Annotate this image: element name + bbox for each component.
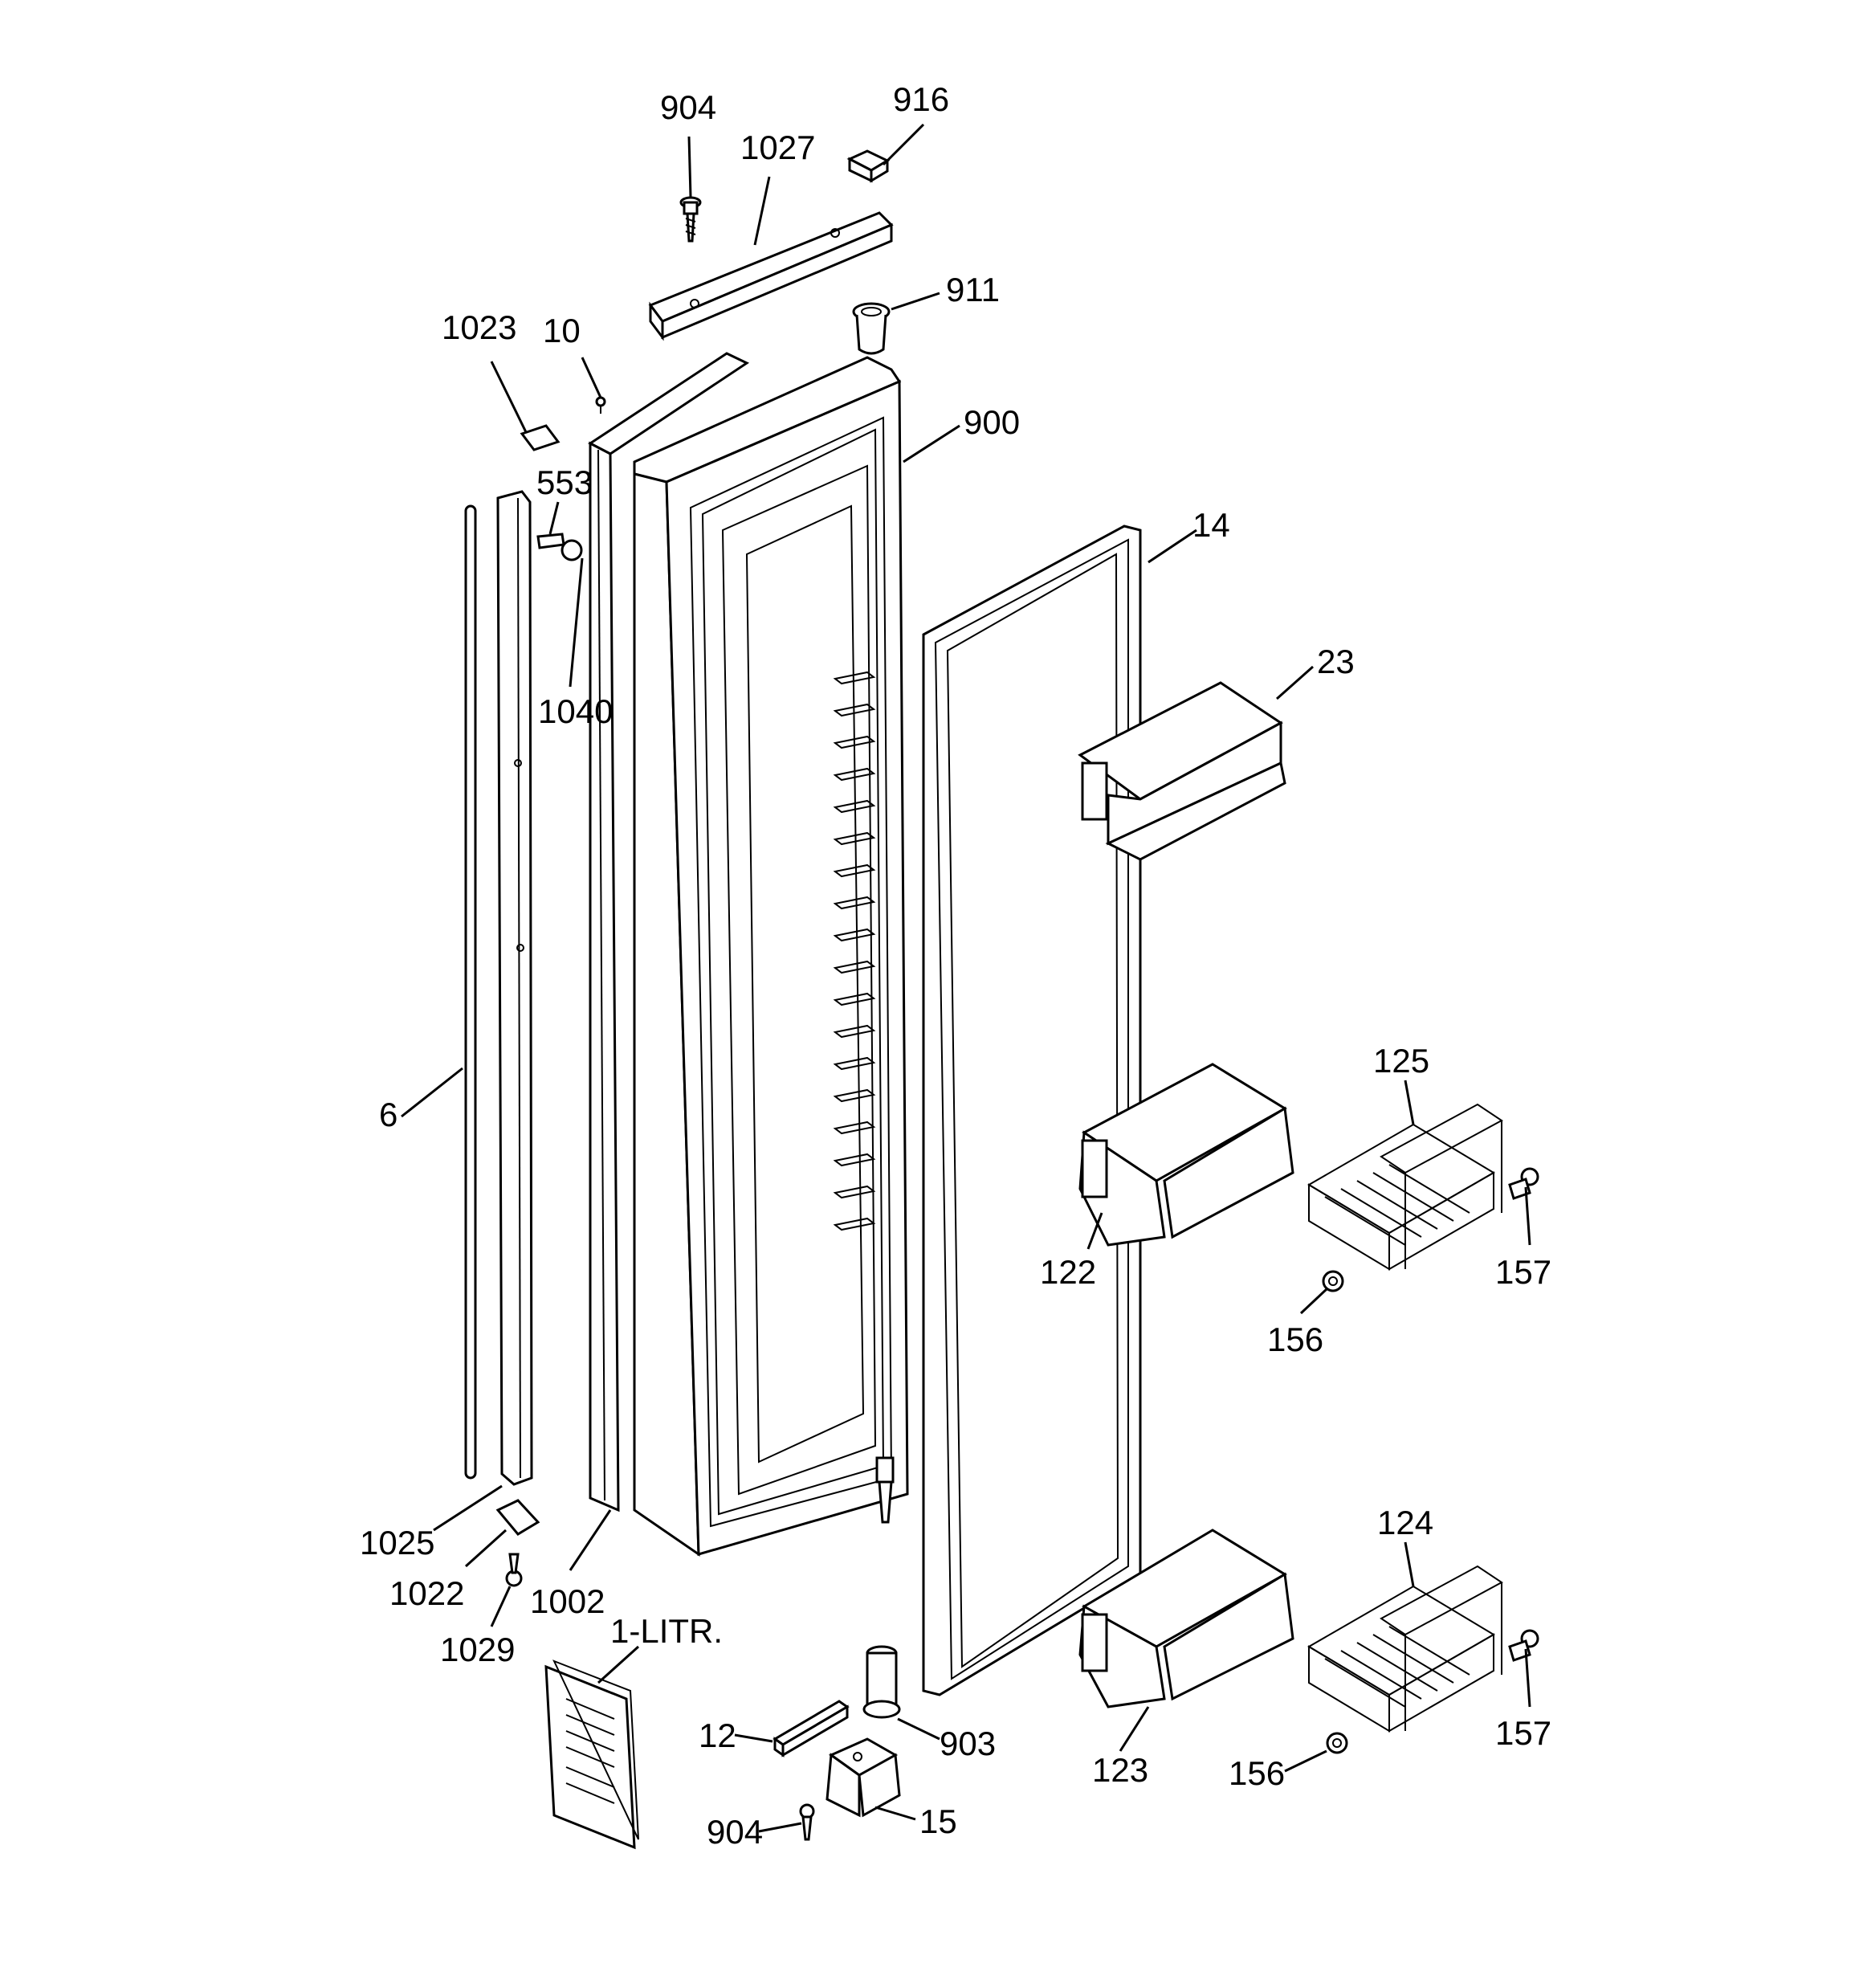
callout-156-b: 156 xyxy=(1229,1754,1285,1792)
callout-553: 553 xyxy=(536,463,593,501)
part-156-clip-b xyxy=(1326,1732,1348,1754)
part-125-wire-basket xyxy=(1307,1103,1503,1271)
callout-903: 903 xyxy=(940,1725,996,1762)
part-903-hinge-pin xyxy=(862,1645,901,1719)
part-1-litr-booklet xyxy=(544,1659,639,1850)
callout-6: 6 xyxy=(379,1096,397,1133)
callout-916: 916 xyxy=(893,80,949,118)
callout-1029: 1029 xyxy=(440,1631,515,1668)
callout-15: 15 xyxy=(919,1802,957,1840)
part-156-clip-a xyxy=(1322,1270,1344,1292)
part-553-screw xyxy=(536,533,583,561)
callout-23: 23 xyxy=(1317,643,1355,680)
part-1029-screw xyxy=(505,1553,523,1587)
callout-1040: 1040 xyxy=(538,692,613,730)
callout-904-bottom: 904 xyxy=(707,1813,763,1851)
callout-1-litr: 1-LITR. xyxy=(610,1612,723,1650)
part-1002-outer-panel xyxy=(588,352,750,1512)
callout-1022: 1022 xyxy=(389,1574,464,1612)
part-12-bracket xyxy=(773,1700,850,1757)
part-900-door-liner xyxy=(633,356,909,1557)
part-123-door-shelf xyxy=(1078,1529,1294,1708)
part-15-hinge xyxy=(826,1737,901,1818)
callout-1027: 1027 xyxy=(740,129,815,166)
part-1025-rail xyxy=(496,490,533,1486)
callout-911: 911 xyxy=(946,271,1000,308)
callout-14: 14 xyxy=(1192,506,1230,544)
leader-lines xyxy=(401,123,1531,1833)
callout-123: 123 xyxy=(1092,1751,1148,1789)
callout-900: 900 xyxy=(964,403,1020,441)
part-916-clip xyxy=(846,149,891,183)
part-157-knob-a xyxy=(1508,1167,1539,1200)
part-122-door-shelf xyxy=(1078,1063,1294,1247)
callout-904-top: 904 xyxy=(660,88,716,126)
part-157-knob-b xyxy=(1508,1629,1539,1662)
callout-124: 124 xyxy=(1377,1504,1433,1541)
part-14-gasket xyxy=(922,525,1142,1696)
callout-1002: 1002 xyxy=(530,1582,605,1620)
callout-labels: 904 916 1027 911 1023 10 900 553 14 1040… xyxy=(360,80,1551,1851)
callout-156-a: 156 xyxy=(1267,1321,1323,1358)
callout-1023: 1023 xyxy=(442,308,516,346)
callout-157-a: 157 xyxy=(1495,1253,1551,1291)
part-904-screw-bottom xyxy=(799,1803,815,1841)
part-23-door-bin xyxy=(1078,681,1286,861)
door-shelf-ribs xyxy=(833,671,876,1231)
callout-1025: 1025 xyxy=(360,1524,434,1561)
callout-125: 125 xyxy=(1373,1042,1429,1080)
callout-157-b: 157 xyxy=(1495,1714,1551,1752)
callout-122: 122 xyxy=(1040,1253,1096,1291)
part-911-bushing xyxy=(852,302,891,355)
part-1027-top-cap xyxy=(648,211,894,341)
part-904-screw-top xyxy=(679,196,702,243)
callout-12: 12 xyxy=(699,1717,736,1754)
part-1022-clip xyxy=(495,1499,540,1536)
part-10-screw xyxy=(595,396,606,414)
part-124-wire-basket xyxy=(1307,1565,1503,1733)
part-6-trim-rod xyxy=(464,504,477,1480)
callout-10: 10 xyxy=(543,312,581,349)
part-1023-bracket xyxy=(520,424,561,451)
